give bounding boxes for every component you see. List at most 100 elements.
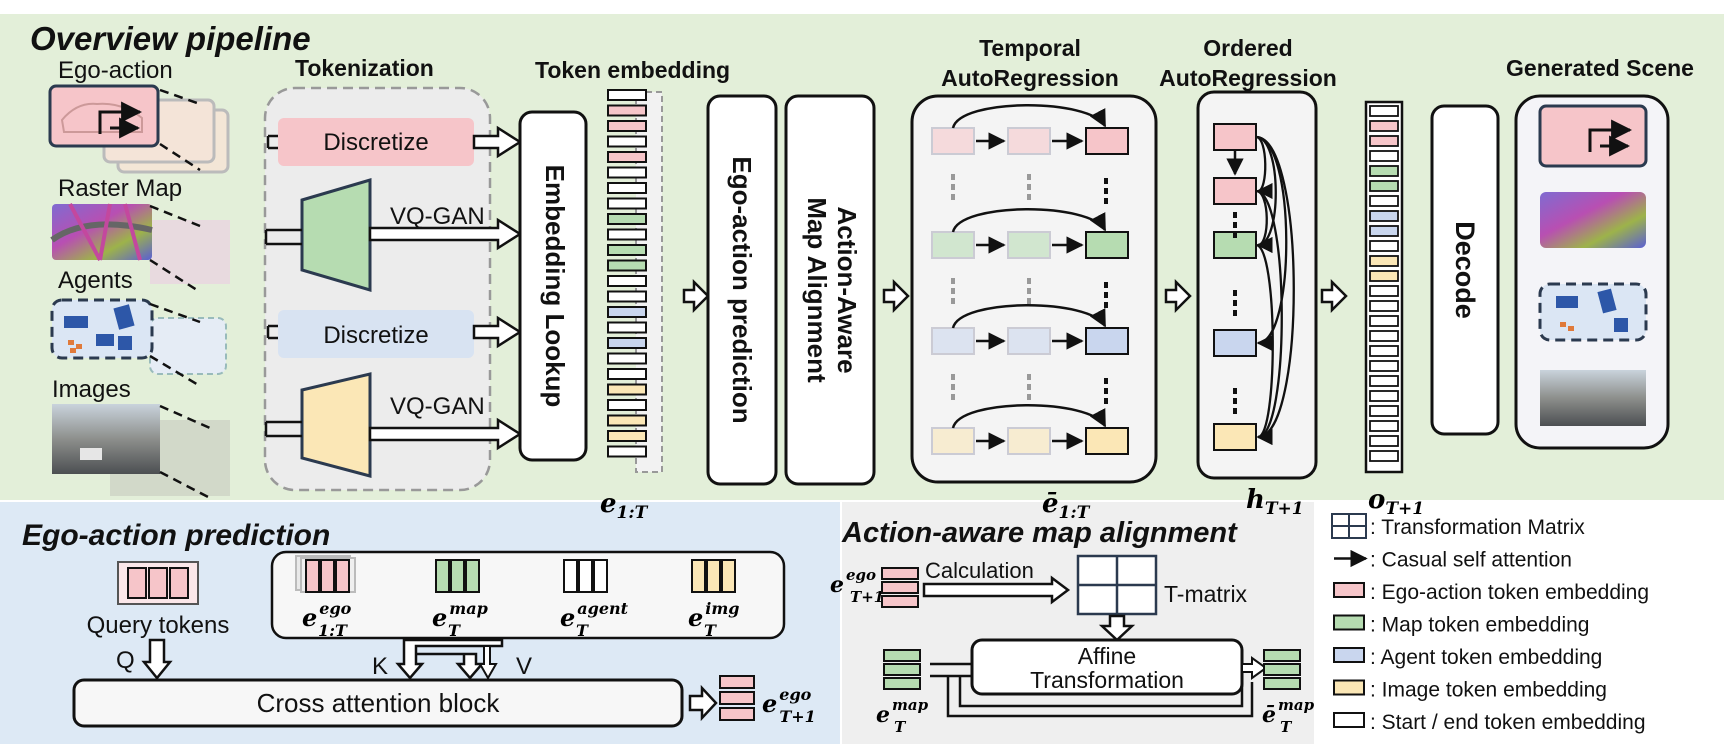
map-alignment-line2: Map Alignment [802,197,832,383]
generated-turn-arrow-icon [1588,119,1633,152]
ego-panel-title: Ego-action prediction [22,519,330,552]
overview-title: Overview pipeline [30,20,311,57]
ebar-label: ē1:T [1042,489,1091,523]
temporal-token [931,427,975,455]
cross-attention-block [72,678,684,728]
context-token [335,559,350,593]
legend-label: : Ego-action token embedding [1370,581,1649,604]
map-alignment-line1: Action-Aware [832,206,862,373]
output-token-slot [1369,375,1399,387]
generated-agents-card [1538,282,1648,342]
embedding-lookup-label: Embedding Lookup [540,165,570,408]
token-slot [607,213,647,225]
output-token-slot [1369,300,1399,312]
discretize-ego-label: Discretize [323,129,428,156]
output-token-slot [1369,345,1399,357]
input-label-raster-map: Raster Map [58,175,182,202]
ordered-label-2: AutoRegression [1159,65,1337,91]
token-slot [607,259,647,272]
raster-map-input: Raster Map [50,175,230,294]
context-token [465,559,480,593]
output-token-slot [1369,360,1399,372]
legend-label: : Image token embedding [1370,679,1607,702]
context-token [450,559,465,593]
ordered-token [1213,123,1257,151]
token-slot [607,430,647,442]
output-token-slot [1369,150,1399,162]
vqgan-map-encoder [300,177,372,293]
output-token-slot [1369,225,1399,237]
ordered-token [1213,177,1257,205]
output-token-slot [1369,195,1399,207]
output-token-slot [1369,135,1399,147]
token-slot [607,89,647,101]
temporal-token [1007,231,1051,259]
decode-label: Decode [1450,221,1480,319]
input-label-agents: Agents [58,267,133,294]
temporal-token [1007,127,1051,155]
context-token [320,559,335,593]
token-slot [607,321,647,334]
temporal-token [931,327,975,355]
ego-output-token-stack [719,675,755,721]
ego-action-prediction-label: Ego-action prediction [727,156,757,423]
context-token [435,559,450,593]
vqgan-image-label: VQ-GAN [390,393,485,420]
generated-scene-box [1514,94,1670,450]
output-token-slot [1369,390,1399,402]
temporal-token [1085,231,1129,259]
temporal-token [1085,427,1129,455]
legend-label: : Start / end token embedding [1370,711,1646,734]
token-slot [607,337,647,349]
v-label: V [516,653,532,680]
legend-label: : Agent token embedding [1370,646,1602,669]
token-slot [607,104,647,117]
h-label: hT+1 [1246,485,1304,519]
generated-scene-label: Generated Scene [1506,55,1694,81]
discretize-agent-box [278,310,474,358]
query-tokens-label: Query tokens [87,612,230,639]
t-matrix-label: T-matrix [1164,581,1248,607]
output-token-slot [1369,450,1399,462]
agents-card [50,298,154,360]
token-slot [607,414,647,427]
output-token-slot [1369,165,1399,177]
token-slot [607,244,647,256]
output-token-column [1364,100,1404,474]
temporal-ar-box [910,94,1158,484]
affine-label-2: Transformation [1030,667,1184,693]
input-label-images: Images [52,376,131,403]
output-token-slot [1369,405,1399,417]
ordered-token [1213,423,1257,451]
vqgan-image-encoder [300,372,372,478]
legend: : Transformation Matrix: Casual self att… [1331,513,1649,734]
output-token-slot [1369,255,1399,267]
ordered-token-stack [1213,123,1295,451]
legend-label: : Casual self attention [1370,549,1572,572]
generated-image-thumbnail [1540,370,1646,426]
turn-arrow-icon [98,101,143,134]
temporal-token [1007,327,1051,355]
legend-swatch [1333,582,1365,598]
output-token-slot [1369,315,1399,327]
discretize-ego-box [278,118,474,166]
map-ego-token-stack [881,567,919,608]
context-token [305,559,320,593]
output-token-slot [1369,435,1399,447]
output-token-slot [1369,270,1399,282]
token-slot [607,275,647,287]
context-token [578,559,593,593]
temporal-label-2: AutoRegression [941,65,1119,91]
e-label: e1:T [600,489,649,523]
token-slot [607,352,647,365]
output-token-slot [1369,285,1399,297]
query-token-icon [127,567,189,599]
decode-box [1430,104,1500,436]
map-alignment-box [784,94,876,486]
legend-swatch [1333,647,1365,663]
